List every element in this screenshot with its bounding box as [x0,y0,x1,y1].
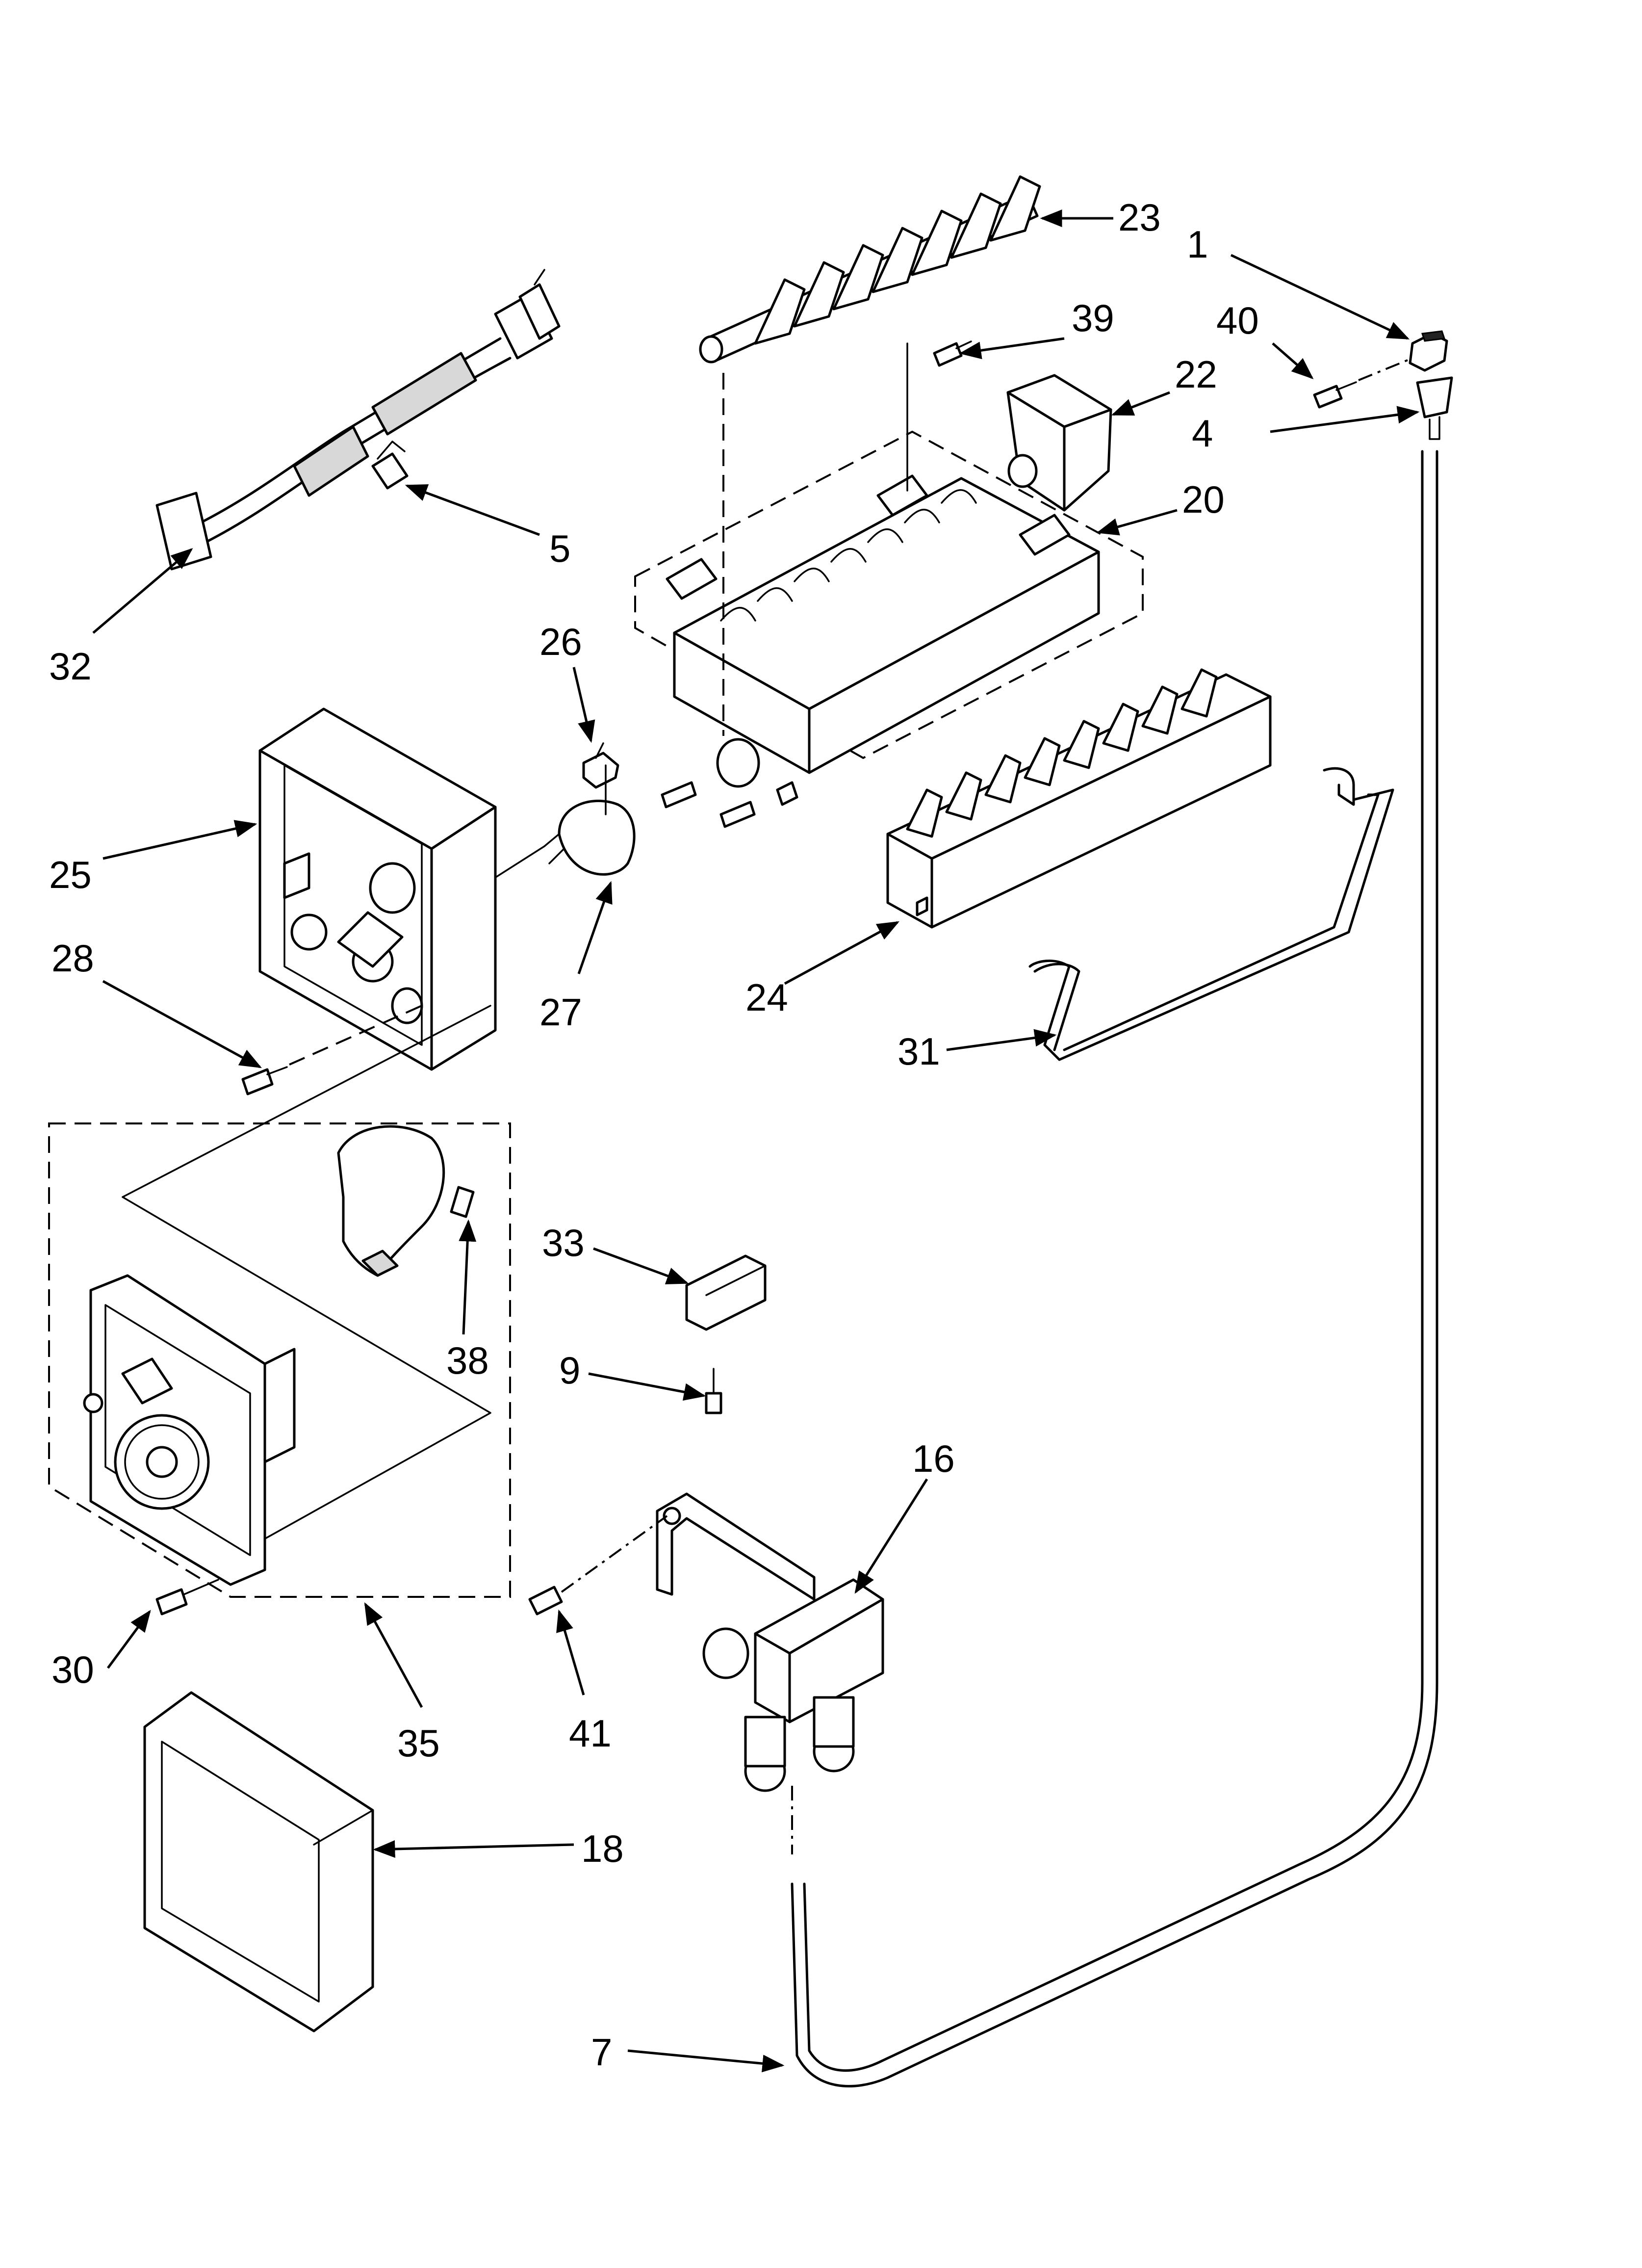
bracket-33 [685,1254,767,1331]
callout-9: 9 [559,1349,580,1392]
screw-9 [705,1368,722,1414]
screw-41 [528,1515,668,1616]
screw-38 [450,1186,475,1218]
callout-35: 35 [397,1721,440,1765]
harness-clip [371,441,409,490]
callout-33: 33 [542,1221,585,1264]
water-valve [656,1492,884,1792]
callout-20: 20 [1182,478,1225,521]
callout-32: 32 [49,645,92,688]
screw-30 [155,1579,219,1616]
callout-23: 23 [1118,196,1161,239]
fill-cup [1006,374,1112,512]
callout-40: 40 [1216,299,1259,342]
screw-28 [241,1005,422,1095]
motor [337,1125,445,1277]
thermostat-clip [582,742,619,789]
shut-off-arm [1028,767,1394,1061]
ice-stripper [886,668,1272,929]
water-fitting [1409,330,1453,440]
control-housing [258,707,497,1071]
module-assembly-outline [48,1122,511,1598]
callout-7: 7 [591,2031,612,2074]
callout-5: 5 [549,527,570,570]
callout-38: 38 [446,1339,489,1382]
ejector-blade-shaft [699,175,1041,364]
front-cover [143,1691,374,2033]
callout-27: 27 [539,991,582,1034]
callout-30: 30 [51,1648,94,1691]
ice-mold [634,430,1144,828]
callout-41: 41 [569,1712,612,1755]
callout-28: 28 [51,937,94,980]
callout-22: 22 [1175,353,1217,396]
callout-18: 18 [581,1827,624,1870]
callout-26: 26 [539,620,582,663]
callout-1: 1 [1187,223,1208,266]
water-tube [791,450,1438,2087]
callout-labels: 23 1 40 39 22 4 20 5 32 26 25 28 27 24 3… [49,196,1259,2074]
thermostat [489,800,636,882]
leader-lines [92,209,1420,2073]
screw-40 [1313,357,1413,409]
wire-harness [155,269,561,571]
callout-31: 31 [898,1030,940,1073]
callout-16: 16 [912,1437,955,1480]
module-plate [83,1274,296,1586]
callout-4: 4 [1192,412,1213,455]
callout-24: 24 [745,976,788,1019]
callout-39: 39 [1072,296,1114,339]
callout-25: 25 [49,853,92,896]
